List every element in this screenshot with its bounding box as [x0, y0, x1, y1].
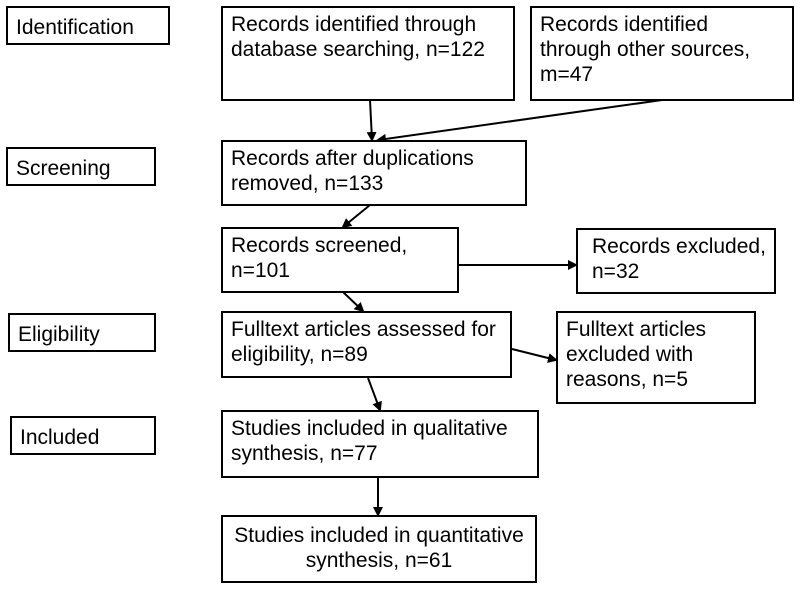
arrow-database-to-duplicates — [366, 99, 377, 142]
box-database-records: Records identified through database sear… — [221, 6, 515, 101]
box-screened: Records screened, n=101 — [221, 227, 459, 293]
stage-eligibility: Eligibility — [8, 313, 156, 352]
box-quantitative: Studies included in quantitative synthes… — [221, 515, 537, 583]
arrow-screened-to-fulltext — [342, 291, 365, 313]
arrow-duplicates-to-screened — [341, 204, 371, 229]
arrow-other-to-duplicates — [376, 99, 663, 144]
box-other-sources: Records identified through other sources… — [530, 6, 794, 101]
box-fulltext-assessed: Fulltext articles assessed for eligibili… — [221, 311, 512, 378]
box-excluded: Records excluded, n=32 — [576, 228, 776, 294]
stage-included: Included — [10, 416, 156, 455]
arrow-fulltext-to-fulltext-excluded — [511, 348, 558, 363]
box-after-duplicates: Records after duplications removed, n=13… — [221, 140, 527, 206]
stage-screening: Screening — [6, 147, 156, 186]
box-qualitative: Studies included in qualitative synthesi… — [221, 410, 539, 478]
box-fulltext-excluded: Fulltext articles excluded with reasons,… — [556, 311, 756, 404]
stage-identification: Identification — [6, 6, 170, 45]
arrow-fulltext-to-qualitative — [367, 377, 382, 412]
